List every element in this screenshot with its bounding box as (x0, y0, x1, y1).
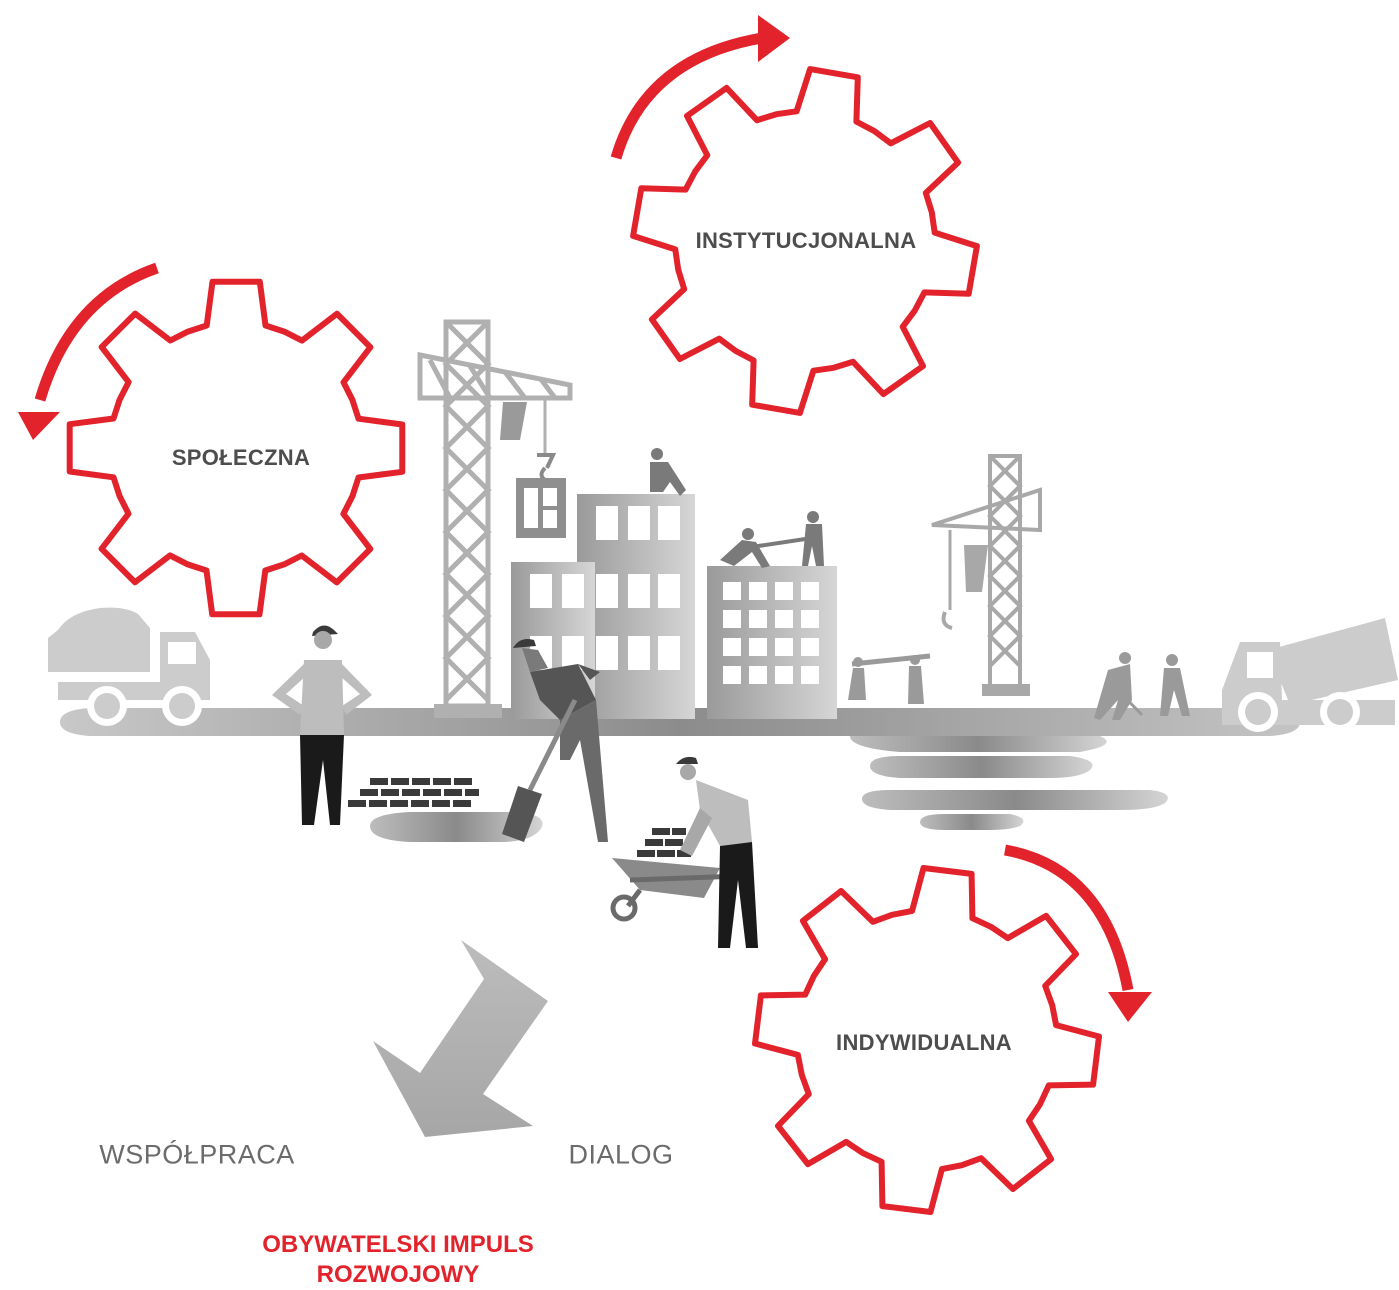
gear-label-individual: INDYWIDUALNA (836, 1030, 1012, 1055)
building-icon (707, 566, 837, 719)
gear-outline-social (66, 278, 406, 618)
crane-counterweight (500, 402, 527, 440)
gear-social (66, 278, 406, 618)
worker-icon (502, 639, 608, 842)
down-left-arrow-icon (373, 940, 548, 1137)
impulse-line-2: ROZWOJOWY (316, 1261, 480, 1288)
worker-icon (650, 448, 824, 568)
impulse-title: OBYWATELSKI IMPULS ROZWOJOWY (262, 1230, 534, 1290)
worker-icon (272, 625, 372, 825)
rotation-arrow-head (1108, 992, 1152, 1022)
word-dialog: DIALOG (568, 1139, 674, 1170)
impulse-line-1: OBYWATELSKI IMPULS (262, 1231, 534, 1258)
tower-crane-icon (417, 319, 573, 718)
rotation-arrow-head (18, 412, 60, 440)
gear-label-institutional: INSTYTUCJONALNA (695, 228, 917, 253)
crane-hook (537, 453, 557, 482)
window-panel (516, 478, 566, 538)
rotation-arrow-social (34, 262, 159, 402)
dump-truck-icon (48, 607, 210, 726)
crane-counterweight (964, 545, 988, 592)
bricks-icon (348, 778, 479, 807)
rotation-arrow-head (758, 15, 790, 62)
gear-institutional (630, 66, 980, 416)
gear-outline-individual (752, 865, 1102, 1215)
rotation-arrow-institutional (610, 32, 763, 160)
word-cooperation: WSPÓŁPRACA (99, 1139, 295, 1170)
tower-crane-icon (931, 454, 1042, 696)
worker-icon (848, 652, 1190, 720)
worker-icon (676, 756, 758, 948)
rotation-arrow-individual (1004, 844, 1134, 992)
gear-individual (752, 865, 1102, 1215)
gear-outline-institutional (630, 66, 980, 416)
gear-label-social: SPOŁECZNA (171, 445, 311, 470)
bricks-icon (637, 828, 691, 857)
ground (60, 708, 1300, 842)
cement-mixer-icon (1222, 618, 1398, 732)
